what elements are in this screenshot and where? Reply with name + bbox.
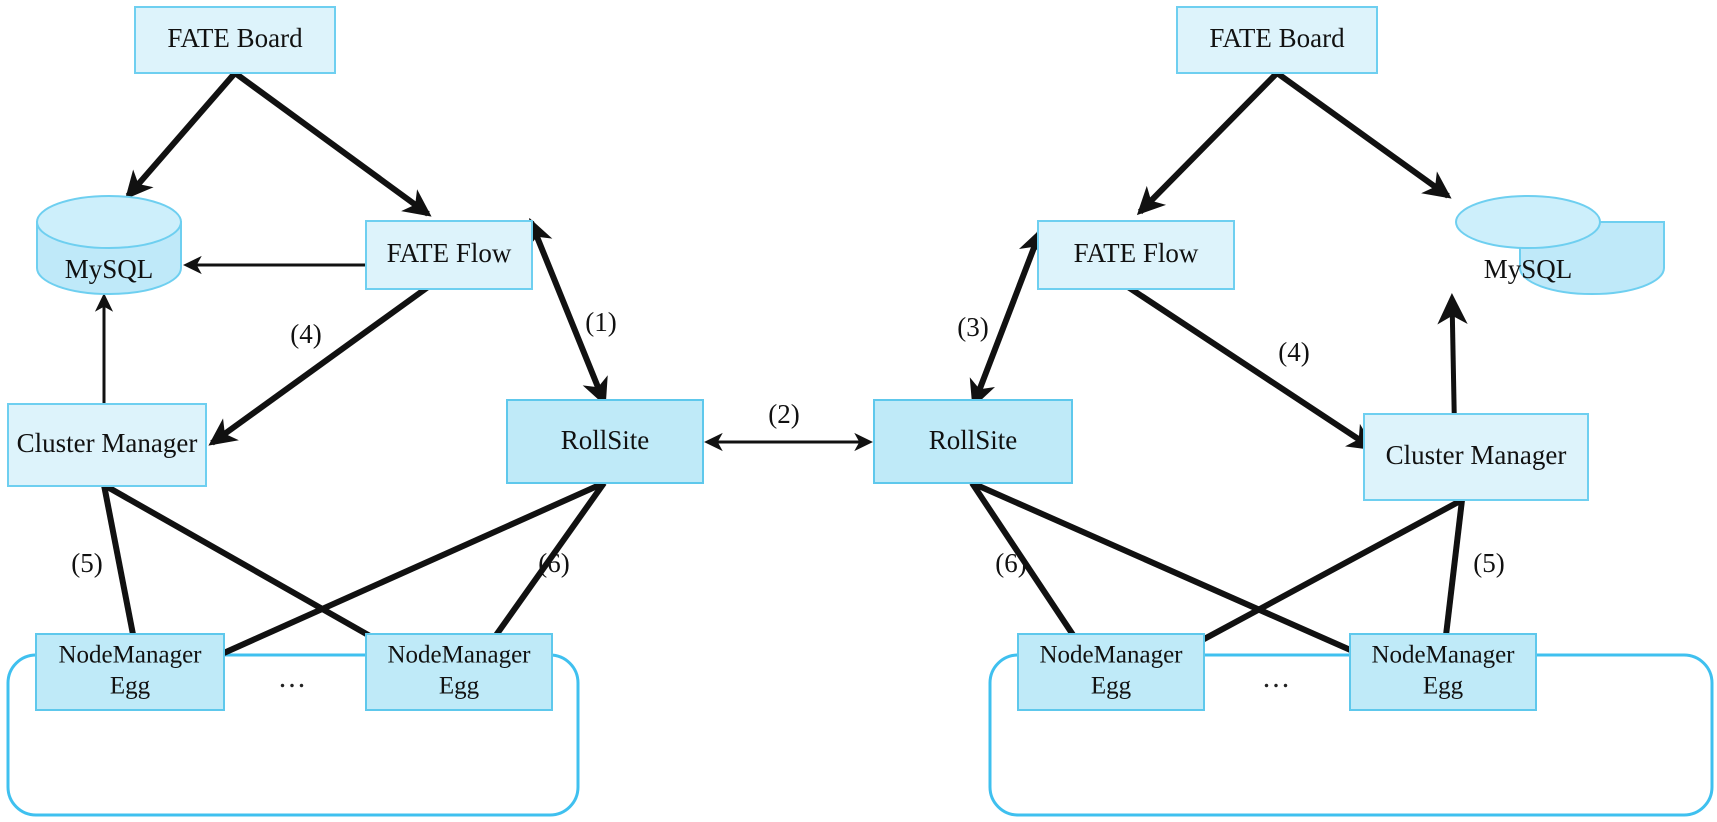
left-ellipsis: ... — [279, 661, 308, 694]
node-right-nodemanager-2[interactable]: NodeManager Egg — [1349, 633, 1537, 711]
node-left-cluster-manager-label: Cluster Manager — [17, 428, 198, 458]
edge-right-rollsite-flow — [969, 227, 1045, 409]
node-right-fate-board[interactable]: FATE Board — [1176, 6, 1378, 74]
node-left-nodemanager-1-label-line1: NodeManager — [59, 642, 203, 669]
edge-label-right-3: (3) — [957, 312, 988, 342]
edge-right-board-to-flow — [1136, 70, 1280, 216]
node-right-mysql[interactable]: MySQL — [1455, 195, 1665, 295]
node-left-rollsite-label: RollSite — [561, 425, 650, 455]
node-left-mysql[interactable]: MySQL — [36, 195, 182, 295]
node-left-mysql-label: MySQL — [65, 254, 154, 284]
node-left-rollsite[interactable]: RollSite — [506, 399, 704, 484]
node-left-nodemanager-1-label-line2: Egg — [110, 673, 151, 700]
node-right-nodemanager-1-label-line1: NodeManager — [1040, 642, 1184, 669]
node-right-mysql-label: MySQL — [1484, 254, 1573, 284]
node-left-fate-flow-label: FATE Flow — [387, 238, 512, 268]
node-right-nodemanager-1[interactable]: NodeManager Egg — [1017, 633, 1205, 711]
edge-label-center-2: (2) — [768, 399, 799, 429]
edge-label-right-5: (5) — [1473, 548, 1504, 578]
left-egg-cluster-group — [6, 653, 580, 817]
node-right-cluster-manager-label: Cluster Manager — [1386, 440, 1567, 470]
node-left-fate-board[interactable]: FATE Board — [134, 6, 336, 74]
node-left-nodemanager-2[interactable]: NodeManager Egg — [365, 633, 553, 711]
edge-label-right-4: (4) — [1278, 337, 1309, 367]
node-right-cluster-manager[interactable]: Cluster Manager — [1363, 413, 1589, 501]
node-right-fate-flow[interactable]: FATE Flow — [1037, 220, 1235, 290]
edge-label-left-1: (1) — [585, 307, 616, 337]
edge-left-board-to-flow — [233, 70, 432, 217]
node-left-cluster-manager[interactable]: Cluster Manager — [7, 403, 207, 487]
edge-right-board-to-mysql — [1275, 70, 1452, 199]
right-ellipsis: ... — [1263, 661, 1292, 694]
edge-left-flow-rollsite — [527, 217, 608, 407]
node-left-nodemanager-1[interactable]: NodeManager Egg — [35, 633, 225, 711]
edge-left-rollsite-to-egg1 — [145, 480, 606, 689]
node-right-nodemanager-2-label-line2: Egg — [1423, 673, 1464, 700]
node-right-nodemanager-2-label-line1: NodeManager — [1372, 642, 1516, 669]
node-left-nodemanager-2-label-line1: NodeManager — [388, 642, 532, 669]
node-left-fate-flow[interactable]: FATE Flow — [365, 220, 533, 290]
edge-label-left-6: (6) — [538, 548, 569, 578]
edge-left-board-to-mysql — [125, 71, 238, 200]
edge-right-flow-to-cm — [1126, 284, 1376, 451]
node-right-fate-board-label: FATE Board — [1209, 23, 1345, 53]
node-left-fate-board-label: FATE Board — [167, 23, 303, 53]
node-right-fate-flow-label: FATE Flow — [1074, 238, 1199, 268]
edge-left-flow-to-cm — [208, 284, 430, 446]
edge-label-left-5: (5) — [71, 548, 102, 578]
node-right-rollsite[interactable]: RollSite — [873, 399, 1073, 484]
node-right-rollsite-label: RollSite — [929, 425, 1018, 455]
edge-label-right-6: (6) — [995, 548, 1026, 578]
node-left-nodemanager-2-label-line2: Egg — [439, 673, 480, 700]
node-right-nodemanager-1-label-line2: Egg — [1091, 673, 1132, 700]
edge-label-left-4: (4) — [290, 319, 321, 349]
